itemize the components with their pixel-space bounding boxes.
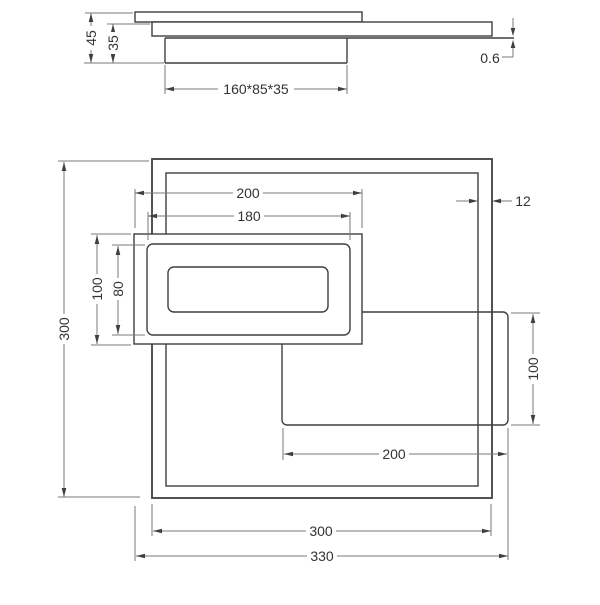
dim-frame-inner-width-label: 180 — [237, 208, 261, 224]
plan-upper-frame-outer — [133, 233, 363, 345]
dim-frame-outer-width-label: 200 — [236, 185, 260, 201]
plan-upper-frame-inner — [167, 266, 329, 313]
dim-body-width-label: 300 — [309, 523, 333, 539]
dim-right-frame-width-label: 200 — [382, 446, 406, 462]
dim-total-height-label: 45 — [83, 30, 99, 46]
dim-rim-width: 12 — [456, 193, 534, 209]
side-view: 45 35 160*85*35 — [83, 11, 516, 97]
dim-mount-box-size-label: 160*85*35 — [223, 81, 289, 97]
dim-right-frame-width: 200 — [282, 428, 509, 560]
dim-frame-inner-height: 80 — [110, 244, 145, 336]
plan-upper-frame-middle — [146, 243, 351, 336]
dim-body-height-label: 300 — [56, 317, 72, 341]
dim-overall-width: 330 — [134, 506, 508, 564]
plan-lower-right-frame — [281, 311, 509, 426]
plan-upper-left-frame — [133, 233, 363, 345]
side-mounting-box-profile — [164, 38, 348, 64]
dim-right-frame-height-label: 100 — [525, 357, 541, 381]
side-main-panel-profile — [151, 21, 493, 37]
dim-plate-thickness-label: 0.6 — [480, 50, 500, 66]
dim-body-width: 300 — [151, 504, 492, 539]
dim-mount-height-label: 35 — [105, 35, 121, 51]
dim-frame-outer-height-label: 100 — [89, 277, 105, 301]
dim-frame-inner-width: 180 — [147, 208, 351, 240]
plan-view: 200 180 12 — [56, 158, 541, 564]
dim-frame-outer-width: 200 — [134, 185, 363, 228]
dim-rim-width-label: 12 — [515, 193, 531, 209]
dim-frame-inner-height-label: 80 — [110, 281, 126, 297]
dim-mount-box-size: 160*85*35 — [164, 65, 348, 97]
dim-body-height: 300 — [56, 160, 149, 498]
dim-mount-height: 35 — [105, 23, 150, 63]
dim-frame-outer-height: 100 — [89, 233, 131, 346]
dim-total-height: 45 — [83, 12, 164, 64]
dim-overall-width-label: 330 — [310, 548, 334, 564]
dim-plate-thickness: 0.6 — [477, 18, 516, 66]
side-upper-frame-profile — [134, 11, 363, 23]
dim-right-frame-height: 100 — [511, 312, 541, 426]
